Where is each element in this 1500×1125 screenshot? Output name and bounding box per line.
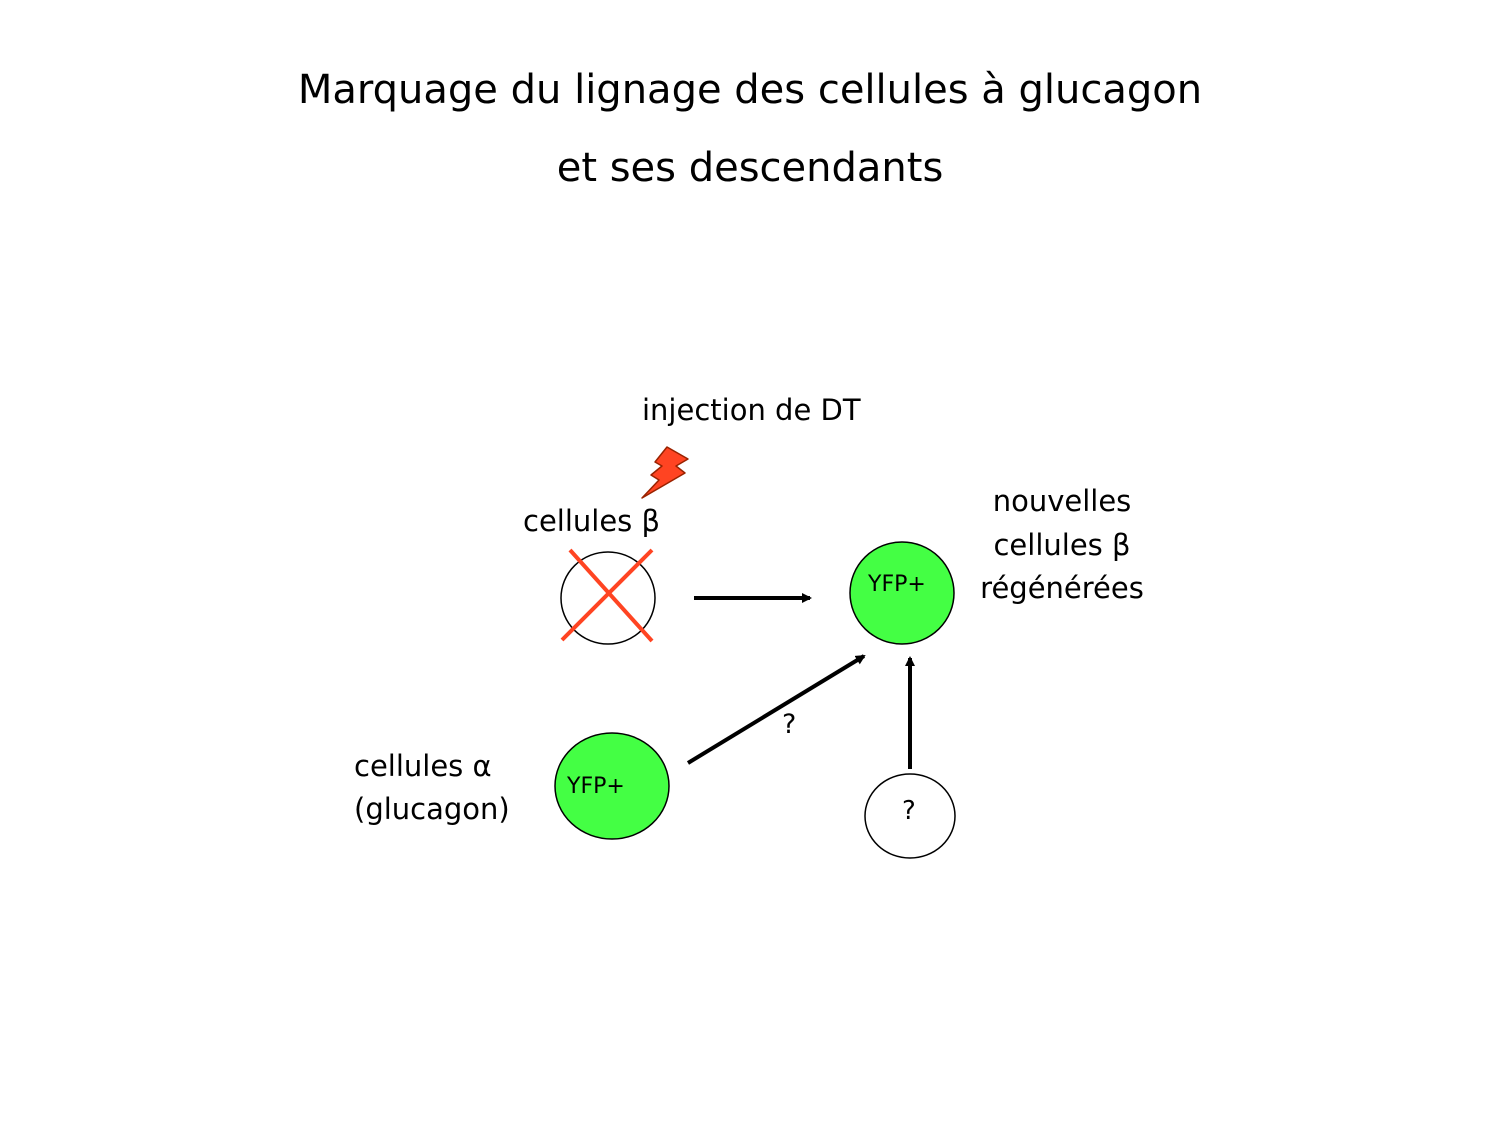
alpha-label-line-2: (glucagon)	[354, 792, 510, 826]
unknown-node-label: ?	[902, 796, 916, 826]
new-beta-cells-label: nouvelles cellules β régénérées	[968, 478, 1156, 608]
slide-title-line-2: et ses descendants	[556, 145, 944, 191]
unknown-cell-node	[864, 773, 956, 859]
arrow-alpha-to-new	[686, 654, 866, 765]
cross-mark	[560, 548, 654, 642]
new-beta-node-label: YFP+	[868, 572, 926, 597]
slide-title-line-1: Marquage du lignage des cellules à gluca…	[297, 67, 1203, 113]
lightning-icon	[641, 446, 689, 499]
new-beta-label-line-3: régénérées	[980, 571, 1144, 605]
injection-label: injection de DT	[642, 393, 861, 427]
beta-cells-label: cellules β	[523, 504, 661, 538]
new-beta-cell-node	[849, 541, 955, 645]
alpha-cell-node	[554, 732, 670, 840]
alpha-node-label: YFP+	[567, 774, 625, 799]
new-beta-label-line-2: cellules β	[993, 528, 1131, 562]
arrow-question-label: ?	[782, 709, 797, 740]
new-beta-label-line-1: nouvelles	[992, 484, 1132, 518]
cross-mark	[568, 548, 654, 643]
alpha-label-line-1: cellules α	[354, 749, 492, 783]
alpha-cells-label: cellules α (glucagon)	[354, 743, 510, 829]
